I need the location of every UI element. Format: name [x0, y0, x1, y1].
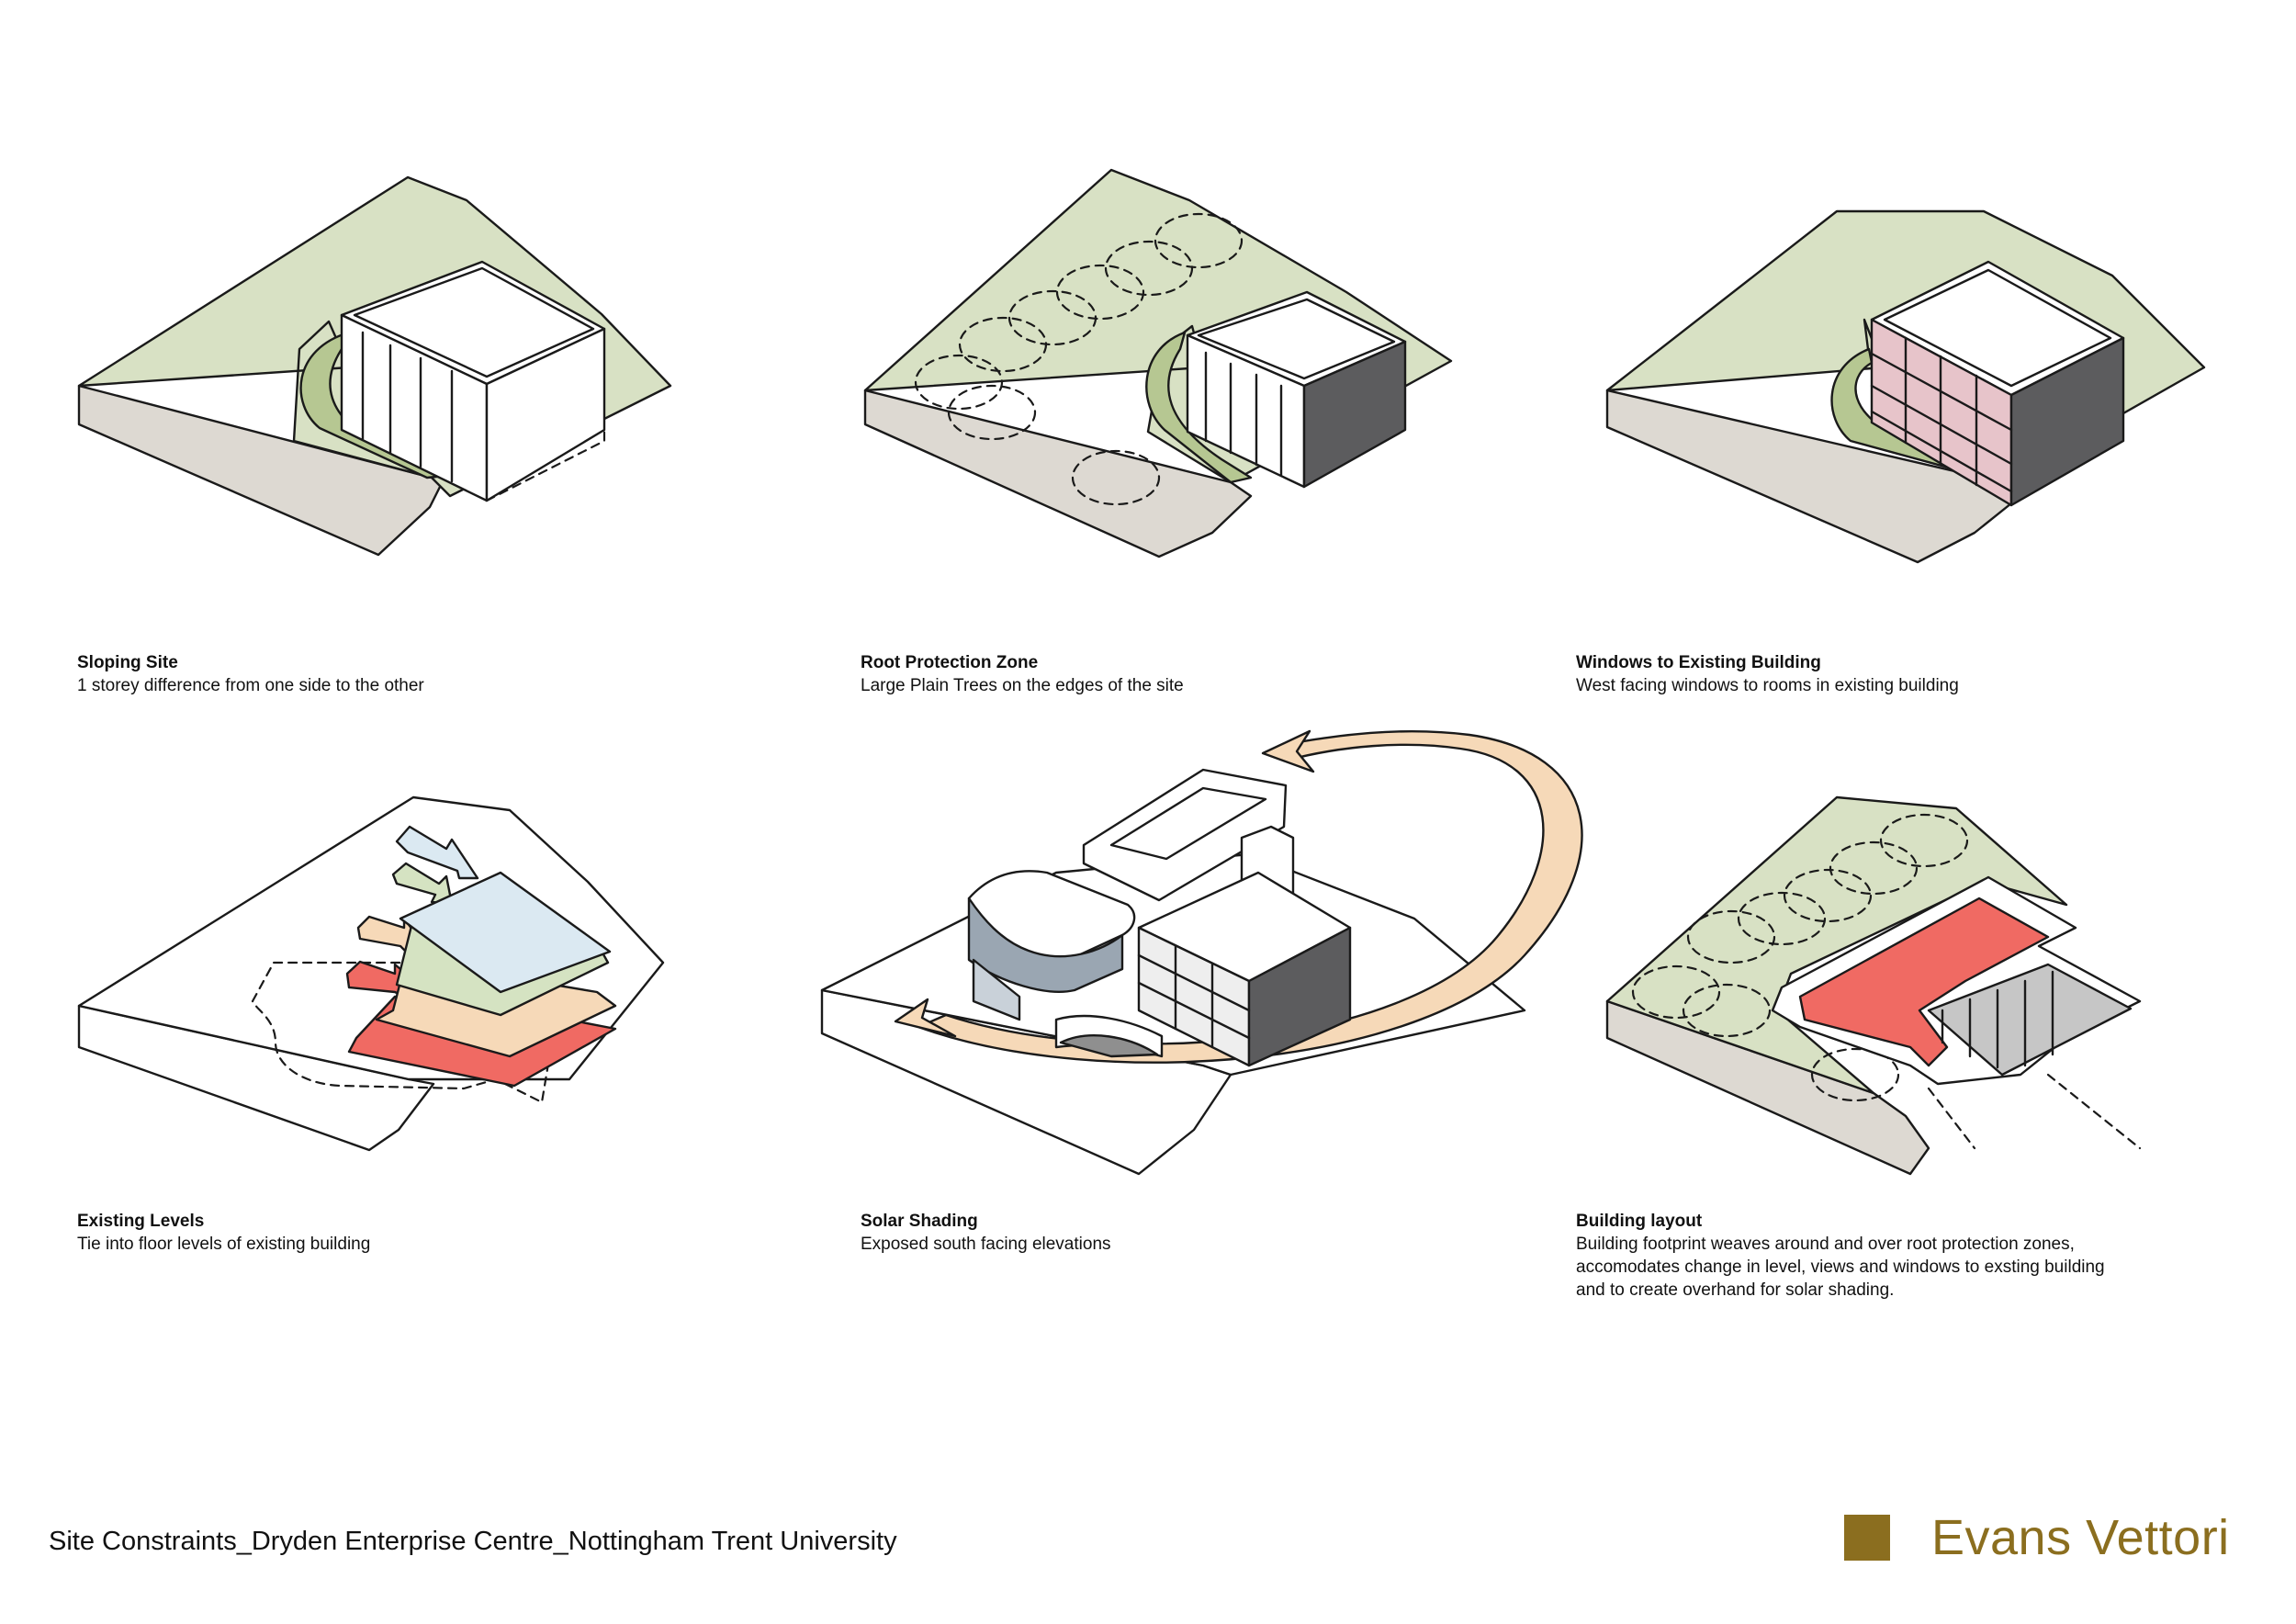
solar-shading-diagram — [820, 729, 1583, 1176]
building-parapet — [353, 266, 595, 378]
level-arrow-blue — [395, 825, 479, 880]
building-parapet — [1197, 298, 1396, 380]
root-protection-diagram — [863, 168, 1453, 558]
tree-root-zone-4 — [1007, 289, 1097, 346]
caption-title: Building layout — [1576, 1212, 1703, 1231]
existing-levels-diagram — [77, 795, 665, 1152]
tree-root-zone-1 — [1879, 813, 1969, 868]
sloping-site-diagram — [77, 175, 672, 557]
tree-root-zone-8 — [1071, 449, 1161, 506]
tree-root-zone-5 — [958, 316, 1048, 373]
caption-solar-shading: Solar Shading Exposed south facing eleva… — [861, 1210, 1448, 1256]
window-floor-3 — [1870, 410, 2013, 493]
caption-title: Existing Levels — [77, 1212, 205, 1231]
tree-root-zone-2 — [1829, 840, 1919, 896]
caption-title: Root Protection Zone — [861, 653, 1039, 672]
building-dark-side-face — [2009, 336, 2125, 507]
brand-logo: Evans Vettori — [1844, 1510, 2230, 1565]
caption-description: West facing windows to rooms in existing… — [1576, 676, 1959, 695]
existing-building-footprint — [1927, 963, 2133, 1077]
tree-root-zone-6 — [1631, 964, 1721, 1020]
building-side-face — [485, 327, 606, 502]
logo-square-icon — [1844, 1515, 1890, 1561]
building-parapet — [1883, 268, 2112, 388]
roof-terrace — [1109, 786, 1267, 861]
tree-root-zone-8 — [1810, 1047, 1900, 1102]
sun-path-arrowhead-top — [1261, 729, 1315, 773]
hidden-footprint-line — [485, 428, 606, 502]
caption-sloping-site: Sloping Site 1 storey difference from on… — [77, 651, 665, 697]
tree-root-zone-4 — [1737, 891, 1827, 946]
caption-root-protection-zone: Root Protection Zone Large Plain Trees o… — [861, 651, 1448, 697]
window-floor-1 — [1870, 352, 2013, 432]
plan-wall-lines — [1941, 970, 2054, 1069]
tree-root-zone-3 — [1783, 868, 1873, 923]
logo-text: Evans Vettori — [1931, 1510, 2230, 1565]
window-floor-2 — [1137, 981, 1251, 1040]
existing-building-footprint — [251, 961, 553, 1104]
building-layout-diagram — [1605, 795, 2142, 1176]
level-plane-blue — [399, 871, 612, 994]
caption-title: Windows to Existing Building — [1576, 653, 1821, 672]
caption-description: Building footprint weaves around and ove… — [1576, 1235, 2105, 1300]
tree-root-zone-1 — [1154, 212, 1244, 269]
caption-title: Sloping Site — [77, 653, 178, 672]
sun-path-arrowhead-bottom — [894, 998, 957, 1038]
caption-existing-levels: Existing Levels Tie into floor levels of… — [77, 1210, 665, 1256]
upper-block-roof — [1082, 768, 1288, 902]
caption-description: Tie into floor levels of existing buildi… — [77, 1235, 371, 1254]
caption-title: Solar Shading — [861, 1212, 978, 1231]
tree-root-zone-7 — [1682, 983, 1772, 1038]
caption-description: 1 storey difference from one side to the… — [77, 676, 424, 695]
caption-description: Large Plain Trees on the edges of the si… — [861, 676, 1184, 695]
tree-root-zone-5 — [1686, 909, 1776, 964]
ground-slope-strip — [1145, 331, 1253, 484]
tree-root-zone-3 — [1055, 264, 1145, 321]
caption-windows-existing-building: Windows to Existing Building West facing… — [1576, 651, 2164, 697]
window-floor-2 — [1870, 384, 2013, 466]
caption-building-layout: Building layout Building footprint weave… — [1576, 1210, 2127, 1302]
building-dark-side-face — [1302, 340, 1407, 489]
caption-description: Exposed south facing elevations — [861, 1235, 1111, 1254]
tree-root-zone-7 — [947, 384, 1037, 441]
window-floor-1 — [1137, 953, 1251, 1012]
windows-existing-diagram — [1605, 209, 2206, 564]
canopy-shadow — [1059, 1034, 1159, 1058]
layout-hidden-edge — [1927, 1073, 2142, 1150]
tree-root-zone-6 — [914, 354, 1004, 411]
rounded-block-facade — [967, 897, 1124, 993]
tree-root-zone-2 — [1104, 240, 1194, 297]
rounded-block-lower — [972, 958, 1021, 1021]
sheet-title: Site Constraints_Dryden Enterprise Centr… — [49, 1527, 897, 1556]
new-building-footprint — [1798, 897, 2050, 1067]
